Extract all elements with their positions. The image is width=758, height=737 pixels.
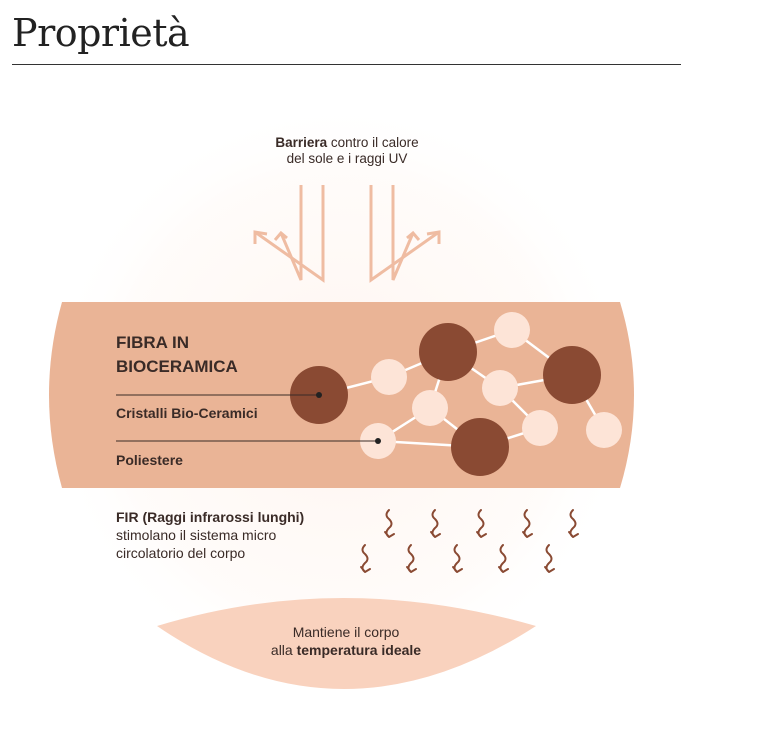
barrier-text-line1: Barriera contro il calore xyxy=(275,135,418,150)
wave-arrow-icon xyxy=(430,509,441,538)
dark-sphere xyxy=(419,323,477,381)
light-sphere xyxy=(586,412,622,448)
callout-crystals xyxy=(116,392,322,398)
temperature-prefix: alla xyxy=(271,642,297,658)
wave-arrow-icon xyxy=(406,544,417,573)
label-polyester: Poliestere xyxy=(116,452,183,468)
infrared-waves-icon xyxy=(360,509,579,573)
temperature-bold: temperatura ideale xyxy=(297,642,422,658)
wave-arrow-icon xyxy=(476,509,487,538)
temperature-line2: alla temperatura ideale xyxy=(271,642,421,658)
bio-ceramic-crystals xyxy=(290,323,601,476)
wave-arrow-icon xyxy=(384,509,395,538)
light-sphere xyxy=(494,312,530,348)
fir-title: FIR (Raggi infrarossi lunghi) xyxy=(116,509,304,525)
wave-arrow-icon xyxy=(360,544,371,573)
light-sphere xyxy=(522,410,558,446)
page-title: Proprietà xyxy=(12,11,190,55)
body-lens xyxy=(157,598,536,689)
fabric-title-line1: FIBRA IN xyxy=(116,333,189,352)
barrier-bold: Barriera xyxy=(275,135,327,150)
light-sphere xyxy=(482,370,518,406)
reflected-rays-left-icon xyxy=(253,185,325,283)
barrier-rest: contro il calore xyxy=(327,135,419,150)
dark-sphere xyxy=(543,346,601,404)
wave-arrow-icon xyxy=(498,544,509,573)
light-sphere xyxy=(371,359,407,395)
reflected-rays-right-icon xyxy=(369,185,441,283)
barrier-text-line2: del sole e i raggi UV xyxy=(287,151,408,166)
wave-arrow-icon xyxy=(452,544,463,573)
title-divider xyxy=(12,64,681,65)
fir-line3: circolatorio del corpo xyxy=(116,545,245,561)
light-sphere xyxy=(412,390,448,426)
fir-line2: stimolano il sistema micro xyxy=(116,527,276,543)
wave-arrow-icon xyxy=(522,509,533,538)
temperature-line1: Mantiene il corpo xyxy=(293,624,400,640)
callout-polyester xyxy=(116,438,381,444)
dark-sphere xyxy=(451,418,509,476)
label-crystals: Cristalli Bio-Ceramici xyxy=(116,405,258,421)
wave-arrow-icon xyxy=(544,544,555,573)
fabric-title-line2: BIOCERAMICA xyxy=(116,357,238,376)
wave-arrow-icon xyxy=(568,509,579,538)
